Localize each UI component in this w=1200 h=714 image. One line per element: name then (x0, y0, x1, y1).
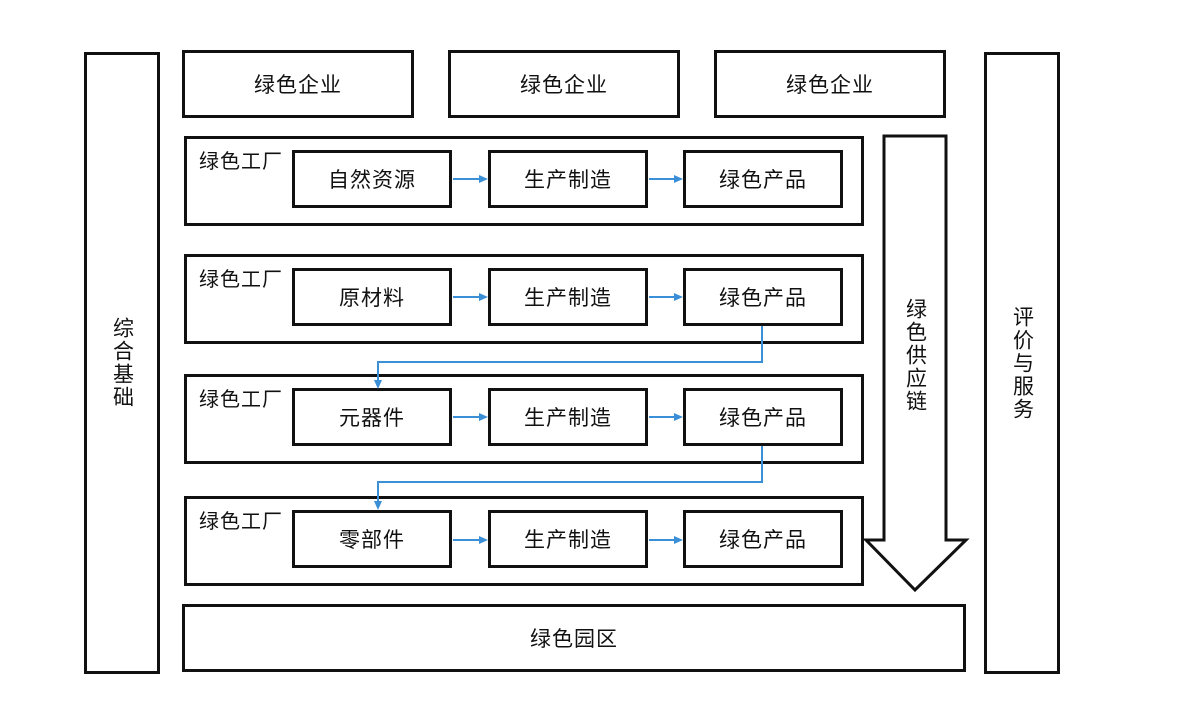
step-manufacturing-4: 生产制造 (488, 510, 648, 568)
step-input-4: 零部件 (292, 510, 452, 568)
flow-arrowhead-r1-b (674, 175, 683, 183)
supply-chain-arrow (862, 134, 970, 593)
step-label: 自然资源 (328, 168, 416, 192)
step-product-2: 绿色产品 (683, 268, 843, 326)
green-factory-label: 绿色工厂 (199, 267, 283, 291)
step-label: 元器件 (339, 406, 405, 430)
green-enterprise-label: 绿色企业 (520, 73, 608, 97)
flow-arrowhead-r4-a (479, 536, 488, 544)
green-park-bar: 绿色园区 (182, 604, 966, 672)
evaluation-service-label: 评价与服务 (1010, 305, 1035, 421)
flow-arrowhead-r2-b (674, 293, 683, 301)
step-product-4: 绿色产品 (683, 510, 843, 568)
step-product-3: 绿色产品 (683, 388, 843, 446)
step-input-3: 元器件 (292, 388, 452, 446)
step-label: 原材料 (339, 286, 405, 310)
connector-row2-row3 (377, 326, 763, 382)
step-label: 绿色产品 (719, 406, 807, 430)
green-enterprise-label: 绿色企业 (786, 73, 874, 97)
flow-arrowhead-r2-a (479, 293, 488, 301)
connector-arrowhead-row4 (374, 501, 382, 510)
flow-arrowhead-r1-a (479, 175, 488, 183)
step-label: 生产制造 (524, 168, 612, 192)
step-input-1: 自然资源 (292, 150, 452, 208)
connector-row3-row4 (377, 446, 763, 503)
flow-arrowhead-r4-b (674, 536, 683, 544)
green-enterprise-box-2: 绿色企业 (448, 50, 680, 118)
step-label: 生产制造 (524, 528, 612, 552)
step-product-1: 绿色产品 (683, 150, 843, 208)
step-label: 零部件 (339, 528, 405, 552)
integrated-foundation-bar: 综合基础 (84, 52, 160, 674)
green-enterprise-box-1: 绿色企业 (182, 50, 414, 118)
step-label: 生产制造 (524, 286, 612, 310)
green-factory-label: 绿色工厂 (199, 387, 283, 411)
step-label: 绿色产品 (719, 168, 807, 192)
step-label: 绿色产品 (719, 286, 807, 310)
green-enterprise-box-3: 绿色企业 (714, 50, 946, 118)
supply-chain-label-wrap: 绿色供应链 (882, 280, 948, 430)
green-factory-label: 绿色工厂 (199, 149, 283, 173)
step-input-2: 原材料 (292, 268, 452, 326)
connector-arrowhead-row3 (374, 380, 382, 389)
green-park-label: 绿色园区 (530, 627, 618, 651)
step-label: 绿色产品 (719, 528, 807, 552)
evaluation-service-bar: 评价与服务 (984, 52, 1060, 674)
green-factory-label: 绿色工厂 (199, 509, 283, 533)
integrated-foundation-label: 综合基础 (110, 317, 135, 409)
step-label: 生产制造 (524, 406, 612, 430)
step-manufacturing-2: 生产制造 (488, 268, 648, 326)
flow-arrowhead-r3-a (479, 413, 488, 421)
step-manufacturing-1: 生产制造 (488, 150, 648, 208)
flow-arrowhead-r3-b (674, 413, 683, 421)
green-enterprise-label: 绿色企业 (254, 73, 342, 97)
supply-chain-label: 绿色供应链 (903, 297, 928, 413)
step-manufacturing-3: 生产制造 (488, 388, 648, 446)
